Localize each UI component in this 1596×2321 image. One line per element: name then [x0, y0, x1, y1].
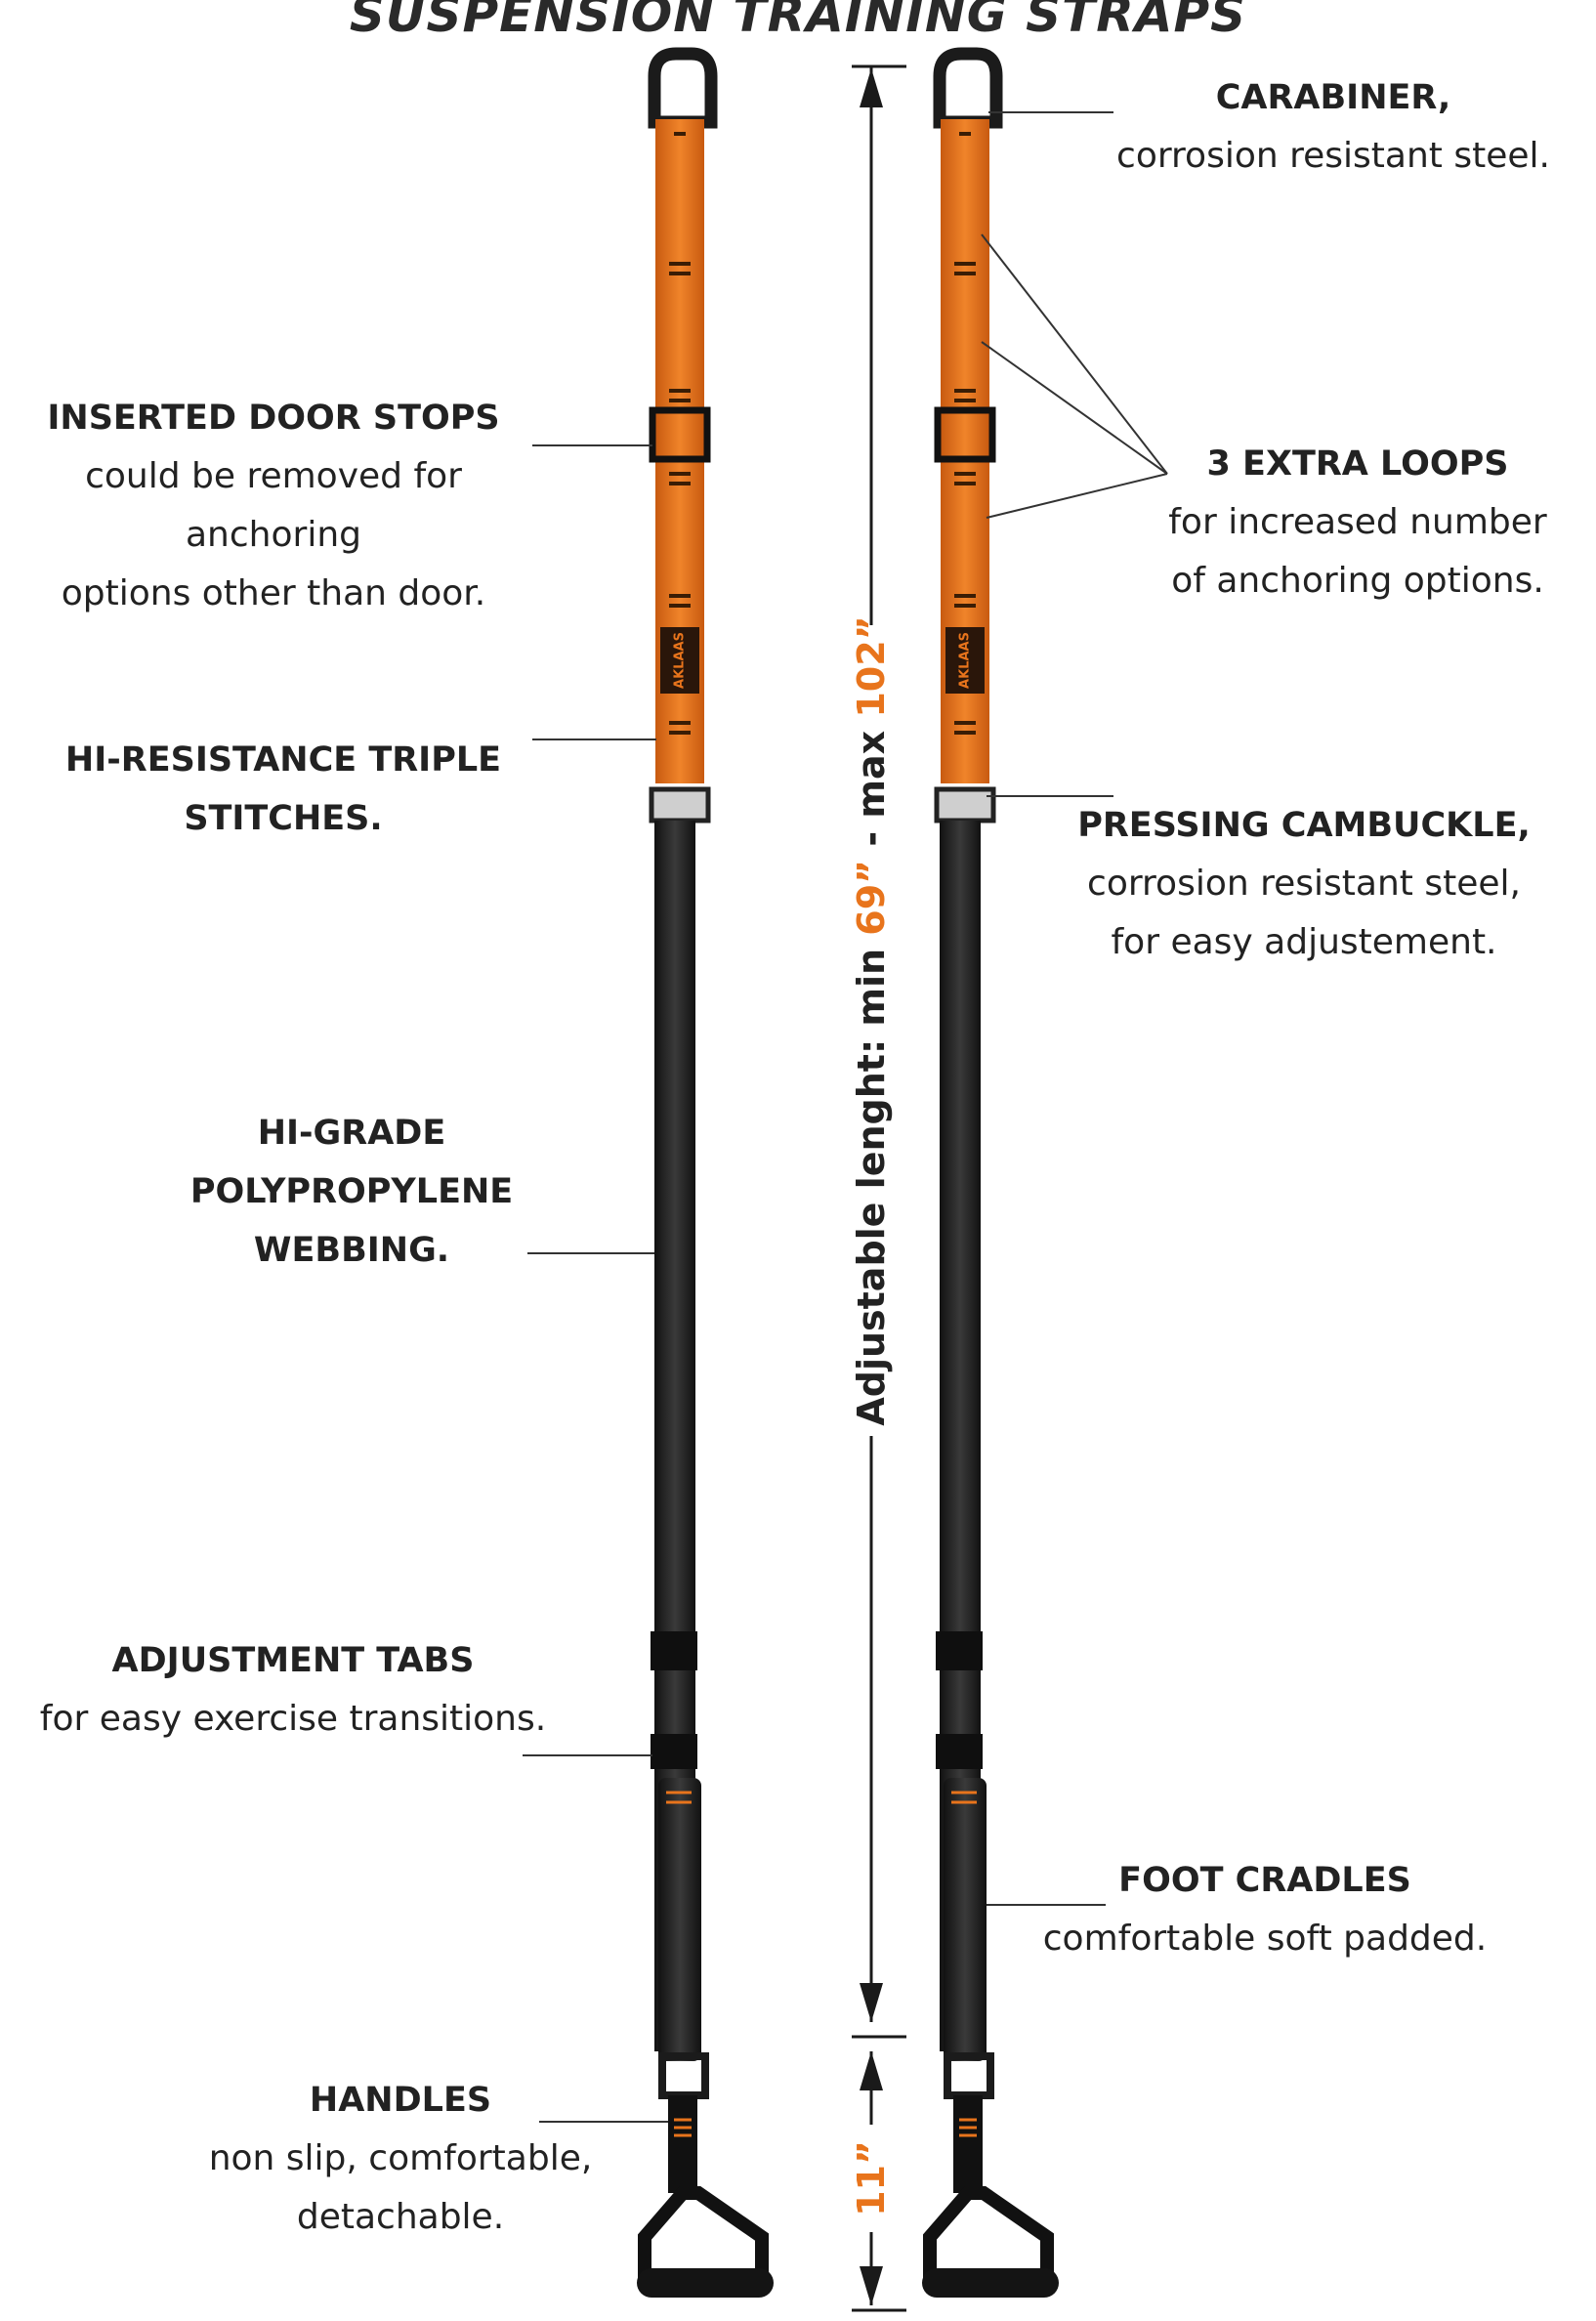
label-door-stops: INSERTED DOOR STOPS could be removed for… — [0, 389, 547, 623]
right-foot-cradle — [944, 1778, 987, 2061]
handle-length-label: 11” — [850, 2140, 893, 2216]
left-handle-ring — [658, 2052, 709, 2099]
label-cambuckle-sub-1: corrosion resistant steel, — [1087, 864, 1521, 904]
label-extra-loops-sub-1: for increased number — [1168, 502, 1547, 542]
dimension-lines — [852, 64, 906, 2312]
adjustable-length-prefix: Adjustable lenght: min — [850, 935, 893, 1426]
label-door-stops-heading: INSERTED DOOR STOPS — [47, 399, 500, 438]
label-cambuckle-heading: PRESSING CAMBUCKLE, — [1077, 806, 1531, 845]
label-webbing-heading-3: WEBBING. — [253, 1231, 450, 1270]
adjustable-length-label: Adjustable lenght: min 69” - max 102” — [850, 615, 893, 1425]
label-stitches-heading: HI-RESISTANCE TRIPLE — [64, 740, 502, 780]
label-tabs-sub: for easy exercise transitions. — [39, 1699, 547, 1739]
label-extra-loops: 3 EXTRA LOOPS for increased number of an… — [1162, 435, 1553, 611]
left-logo-patch — [660, 627, 699, 694]
left-carabiner-icon — [648, 47, 718, 129]
label-cradles-heading: FOOT CRADLES — [1118, 1861, 1411, 1900]
leader-lines — [523, 111, 1168, 2123]
label-handles-heading: HANDLES — [309, 2081, 492, 2120]
label-door-stops-sub-2: options other than door. — [61, 573, 486, 613]
label-cradles-sub: comfortable soft padded. — [1042, 1919, 1488, 1959]
left-foot-cradle — [658, 1778, 701, 2061]
adjustable-length-max: 102” — [850, 615, 893, 718]
label-tabs-heading: ADJUSTMENT TABS — [111, 1641, 475, 1680]
label-cambuckle-sub-2: for easy adjustement. — [1111, 922, 1497, 962]
right-door-stop — [934, 406, 996, 463]
handle-length-value: 11” — [850, 2140, 893, 2216]
label-carabiner-heading: CARABINER, — [1215, 78, 1451, 117]
label-cradles: FOOT CRADLES comfortable soft padded. — [1035, 1851, 1494, 1968]
label-extra-loops-sub-2: of anchoring options. — [1171, 561, 1544, 601]
adjustable-length-min: 69” — [850, 859, 893, 936]
label-extra-loops-heading: 3 EXTRA LOOPS — [1206, 444, 1509, 484]
right-brand-logo: AKLAAS — [957, 632, 973, 689]
left-tab-1 — [651, 1631, 697, 1670]
label-handles: HANDLES non slip, comfortable, detachabl… — [195, 2071, 606, 2247]
right-logo-patch — [945, 627, 985, 694]
label-tabs: ADJUSTMENT TABS for easy exercise transi… — [20, 1631, 567, 1749]
right-carabiner-icon — [933, 47, 1003, 129]
label-cambuckle: PRESSING CAMBUCKLE, corrosion resistant … — [1074, 796, 1533, 972]
label-handles-sub-1: non slip, comfortable, — [208, 2138, 593, 2178]
left-tab-2 — [651, 1734, 697, 1769]
right-handle-icon — [923, 2186, 1054, 2283]
right-strap — [922, 47, 1059, 2298]
label-carabiner-sub: corrosion resistant steel. — [1116, 136, 1550, 176]
left-brand-logo: AKLAAS — [672, 632, 688, 689]
right-cambuckle-icon — [934, 786, 996, 823]
label-webbing-heading: HI-GRADE — [257, 1114, 446, 1153]
left-stitches — [669, 132, 691, 735]
page-title: SUSPENSION TRAINING STRAPS — [349, 0, 1247, 43]
left-door-stop — [649, 406, 711, 463]
label-stitches-heading-2: STITCHES. — [184, 799, 383, 838]
label-stitches: HI-RESISTANCE TRIPLE STITCHES. — [39, 731, 527, 848]
left-cambuckle-icon — [649, 786, 711, 823]
adjustable-length-mid: - max — [850, 717, 893, 860]
right-handle-ring — [944, 2052, 994, 2099]
label-webbing: HI-GRADE POLYPROPYLENE WEBBING. — [137, 1104, 567, 1280]
label-webbing-heading-2: POLYPROPYLENE — [189, 1172, 514, 1211]
label-handles-sub-2: detachable. — [296, 2197, 505, 2237]
left-strap — [637, 47, 774, 2298]
label-door-stops-sub-1: could be removed for anchoring — [85, 456, 462, 555]
label-carabiner: CARABINER, corrosion resistant steel. — [1104, 68, 1563, 186]
left-handle-icon — [638, 2186, 769, 2283]
